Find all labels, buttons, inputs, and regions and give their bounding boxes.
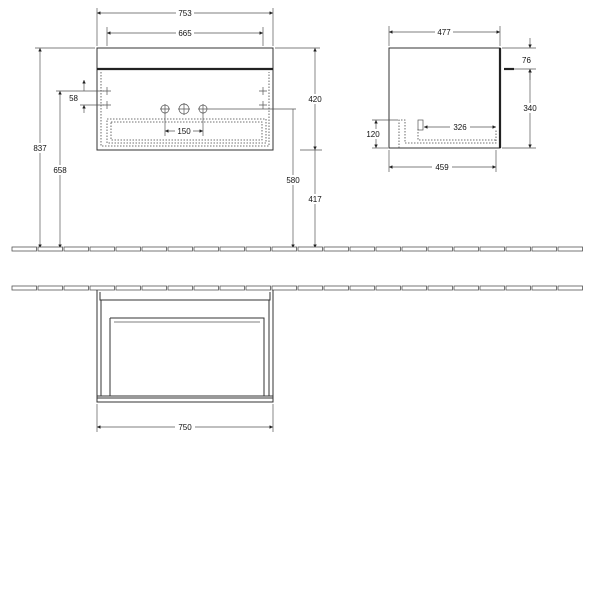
dim-label-420: 420: [308, 95, 322, 104]
tile: [115, 246, 141, 252]
dim-label-150: 150: [177, 127, 191, 136]
tile: [37, 285, 63, 291]
dim-label-326: 326: [453, 123, 467, 132]
tile: [401, 246, 427, 252]
tile: [557, 246, 583, 252]
tile: [245, 246, 271, 252]
dim-side-cutout-height: 120: [364, 119, 398, 149]
tile: [479, 285, 505, 291]
tile: [349, 285, 375, 291]
tile: [505, 246, 531, 252]
tile: [271, 285, 297, 291]
wall-tile-strip: [11, 285, 583, 291]
dim-label-76: 76: [522, 56, 531, 65]
dim-side-height: 340: [502, 69, 541, 149]
tile: [115, 285, 141, 291]
dim-label-580: 580: [286, 176, 300, 185]
tap-holes: [160, 103, 208, 115]
tile: [401, 285, 427, 291]
side-drawer-line: [417, 129, 496, 141]
tile: [531, 246, 557, 252]
tile: [271, 246, 297, 252]
dim-label-658: 658: [53, 166, 67, 175]
dim-hole-spacing: 150: [164, 113, 204, 136]
dim-mount-height: 658: [50, 90, 104, 248]
dim-label-459: 459: [435, 163, 449, 172]
tile: [63, 285, 89, 291]
plan-top-edge: [99, 292, 271, 301]
plan-view: 750: [96, 290, 274, 432]
side-cutout: [398, 119, 497, 148]
dim-side-depth: 477: [388, 26, 501, 46]
dim-cabinet-height: 420: [275, 47, 325, 151]
side-cabinet-body: [388, 47, 501, 149]
tile: [167, 246, 193, 252]
floor-tile-strip: [11, 246, 583, 252]
tile: [141, 285, 167, 291]
tile: [193, 246, 219, 252]
dim-top-offset: 58: [69, 80, 104, 113]
tile: [245, 285, 271, 291]
dim-side-inner-depth: 459: [388, 150, 497, 172]
tile: [505, 285, 531, 291]
tile: [297, 246, 323, 252]
tile: [219, 285, 245, 291]
dim-label-753: 753: [178, 9, 192, 18]
tile: [219, 246, 245, 252]
dim-label-665: 665: [178, 29, 192, 38]
dim-overall-height: 837: [30, 47, 95, 248]
tile: [349, 246, 375, 252]
tile: [167, 285, 193, 291]
dim-inner-width: 665: [106, 27, 264, 46]
front-view: 753 665 837 658 58: [30, 7, 325, 248]
tile: [479, 246, 505, 252]
dim-label-340: 340: [523, 104, 537, 113]
tile: [323, 246, 349, 252]
tile: [297, 285, 323, 291]
dim-label-120: 120: [366, 130, 380, 139]
tile: [453, 246, 479, 252]
tile: [37, 246, 63, 252]
tile: [375, 246, 401, 252]
front-drawer-inner: [110, 121, 263, 141]
tile: [453, 285, 479, 291]
tile: [11, 246, 37, 252]
side-drawer-front: [417, 119, 424, 131]
tile: [63, 246, 89, 252]
tile: [375, 285, 401, 291]
dim-label-477: 477: [437, 28, 451, 37]
plan-cabinet-outline: [96, 290, 274, 399]
tile: [141, 246, 167, 252]
tile: [427, 285, 453, 291]
plan-front-panel: [96, 395, 274, 403]
dim-side-cutout-depth: 326: [424, 122, 496, 132]
side-view: 477 76 340 120 326: [364, 26, 541, 172]
tile: [11, 285, 37, 291]
mounting-cross-marks: [103, 87, 267, 109]
dim-label-58: 58: [69, 94, 78, 103]
tile: [427, 246, 453, 252]
dim-floor-to-bottom: 417: [305, 150, 325, 248]
dim-side-top-offset: 76: [502, 38, 536, 80]
front-drawer: [106, 118, 267, 144]
tile: [193, 285, 219, 291]
front-cabinet-body: [96, 47, 274, 151]
tile: [89, 285, 115, 291]
tile: [89, 246, 115, 252]
dim-overall-width: 753: [96, 7, 274, 46]
dim-label-837: 837: [33, 144, 47, 153]
tile: [557, 285, 583, 291]
tile: [531, 285, 557, 291]
dim-label-750: 750: [178, 423, 192, 432]
tile: [323, 285, 349, 291]
plan-drawer: [109, 317, 265, 396]
dim-floor-to-cabinet: 580: [283, 109, 303, 248]
dim-plan-width: 750: [96, 404, 274, 432]
dim-label-417: 417: [308, 195, 322, 204]
